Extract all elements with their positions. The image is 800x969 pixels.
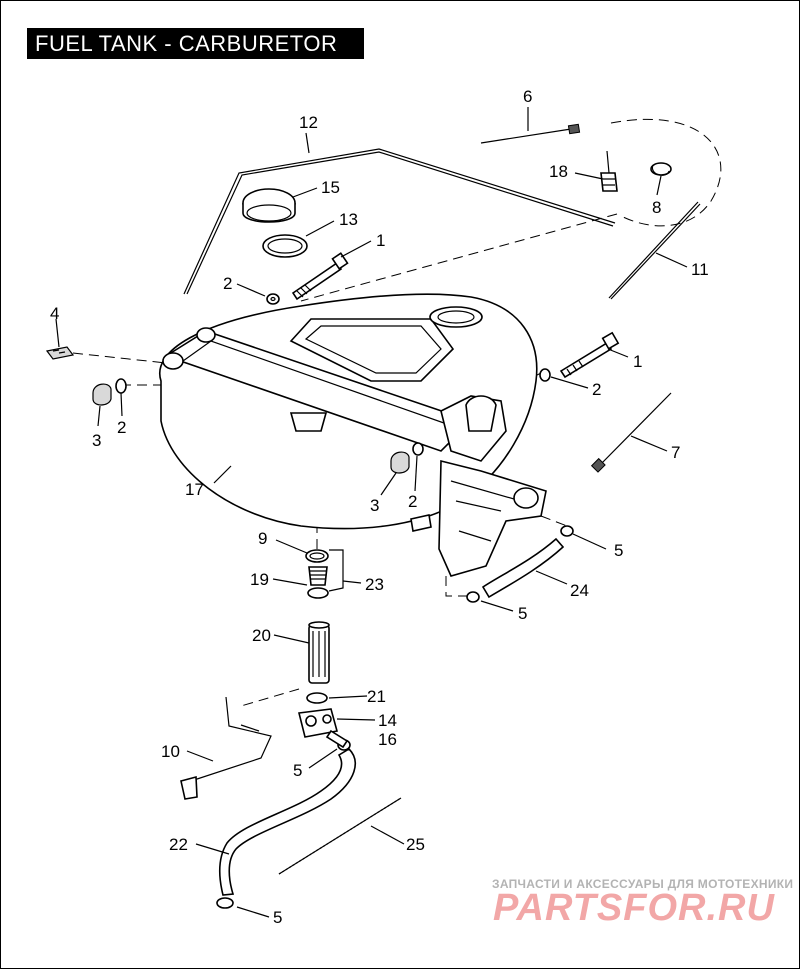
part-25-spring-guard: [278, 797, 402, 875]
callout-2-mid: 2: [408, 492, 417, 511]
part-7-cable-strap: [590, 392, 672, 473]
part-2-washer-right: [539, 368, 551, 382]
callout-5-bottom: 5: [273, 908, 282, 927]
part-17-fuel-tank: [158, 293, 547, 577]
part-6-cable-strap: [480, 123, 581, 144]
callout-6: 6: [523, 87, 532, 106]
part-10-vacuum-line: [180, 696, 272, 800]
part-2-washer-mid: [412, 442, 424, 456]
part-19-bushing: [307, 566, 329, 599]
part-5-clamp-upper-right: [560, 525, 574, 537]
callout-9: 9: [258, 529, 267, 548]
page-title: FUEL TANK - CARBURETOR: [27, 28, 364, 59]
part-2-washer-left: [115, 378, 127, 394]
callout-24: 24: [570, 581, 589, 600]
callout-3-left: 3: [92, 431, 101, 450]
watermark-tagline: ЗАПЧАСТИ И АКСЕССУАРЫ ДЛЯ МОТОТЕХНИКИ: [492, 877, 794, 891]
callout-5-lower-right: 5: [518, 604, 527, 623]
part-14-petcock-valve: [298, 708, 349, 749]
part-4-clip: [45, 346, 75, 360]
callout-18: 18: [549, 162, 568, 181]
part-18-vent-fitting: [600, 150, 618, 192]
callout-1-upper: 1: [376, 231, 385, 250]
callout-15: 15: [321, 178, 340, 197]
part-22-fuel-hose: [218, 747, 357, 896]
callout-2-upper: 2: [223, 274, 232, 293]
part-2-washer-upper: [266, 293, 280, 305]
callout-17: 17: [185, 480, 204, 499]
callout-1-right: 1: [633, 352, 642, 371]
callout-14: 14: [378, 711, 397, 730]
callout-7: 7: [671, 443, 680, 462]
part-12-crossover-line: [183, 148, 616, 295]
callout-5-upper-right: 5: [614, 541, 623, 560]
callout-20: 20: [252, 626, 271, 645]
part-1-bolt-upper: [291, 252, 349, 301]
part-20-strainer: [308, 621, 330, 684]
callout-23: 23: [365, 575, 384, 594]
callout-12: 12: [299, 113, 318, 132]
callout-25: 25: [406, 835, 425, 854]
callout-16: 16: [378, 730, 397, 749]
part-3-nut-left: [92, 383, 112, 406]
part-13-cap-gasket: [262, 234, 308, 258]
callout-3-mid: 3: [370, 496, 379, 515]
callout-4: 4: [50, 304, 59, 323]
callout-11: 11: [691, 260, 709, 279]
part-24-hose: [481, 537, 565, 599]
callout-10: 10: [161, 742, 180, 761]
callout-2-right: 2: [592, 380, 601, 399]
part-15-fuel-cap: [242, 188, 296, 223]
watermark-logo: PARTSFOR.RU: [493, 887, 775, 929]
part-1-bolt-right: [559, 331, 620, 379]
part-5-clamp-lower-right: [466, 591, 480, 603]
part-5-clamp-bottom: [216, 897, 234, 909]
part-11-vent-tube: [608, 201, 701, 300]
callout-8: 8: [652, 198, 661, 217]
part-8-hose-clamp: [650, 162, 672, 176]
callout-labels: 12 6 15 13 1 2 18 8 11 4 3 2 1 2 7 17 3 …: [50, 87, 709, 927]
part-21-gasket: [306, 692, 328, 704]
leader-lines: [55, 107, 688, 918]
part-3-nut-mid: [390, 451, 410, 474]
callout-19: 19: [250, 570, 269, 589]
callout-5-petcock: 5: [293, 761, 302, 780]
part-9-o-ring: [305, 549, 329, 563]
callout-13: 13: [339, 210, 358, 229]
callout-21: 21: [367, 687, 386, 706]
callout-22: 22: [169, 835, 188, 854]
callout-2-left: 2: [117, 418, 126, 437]
